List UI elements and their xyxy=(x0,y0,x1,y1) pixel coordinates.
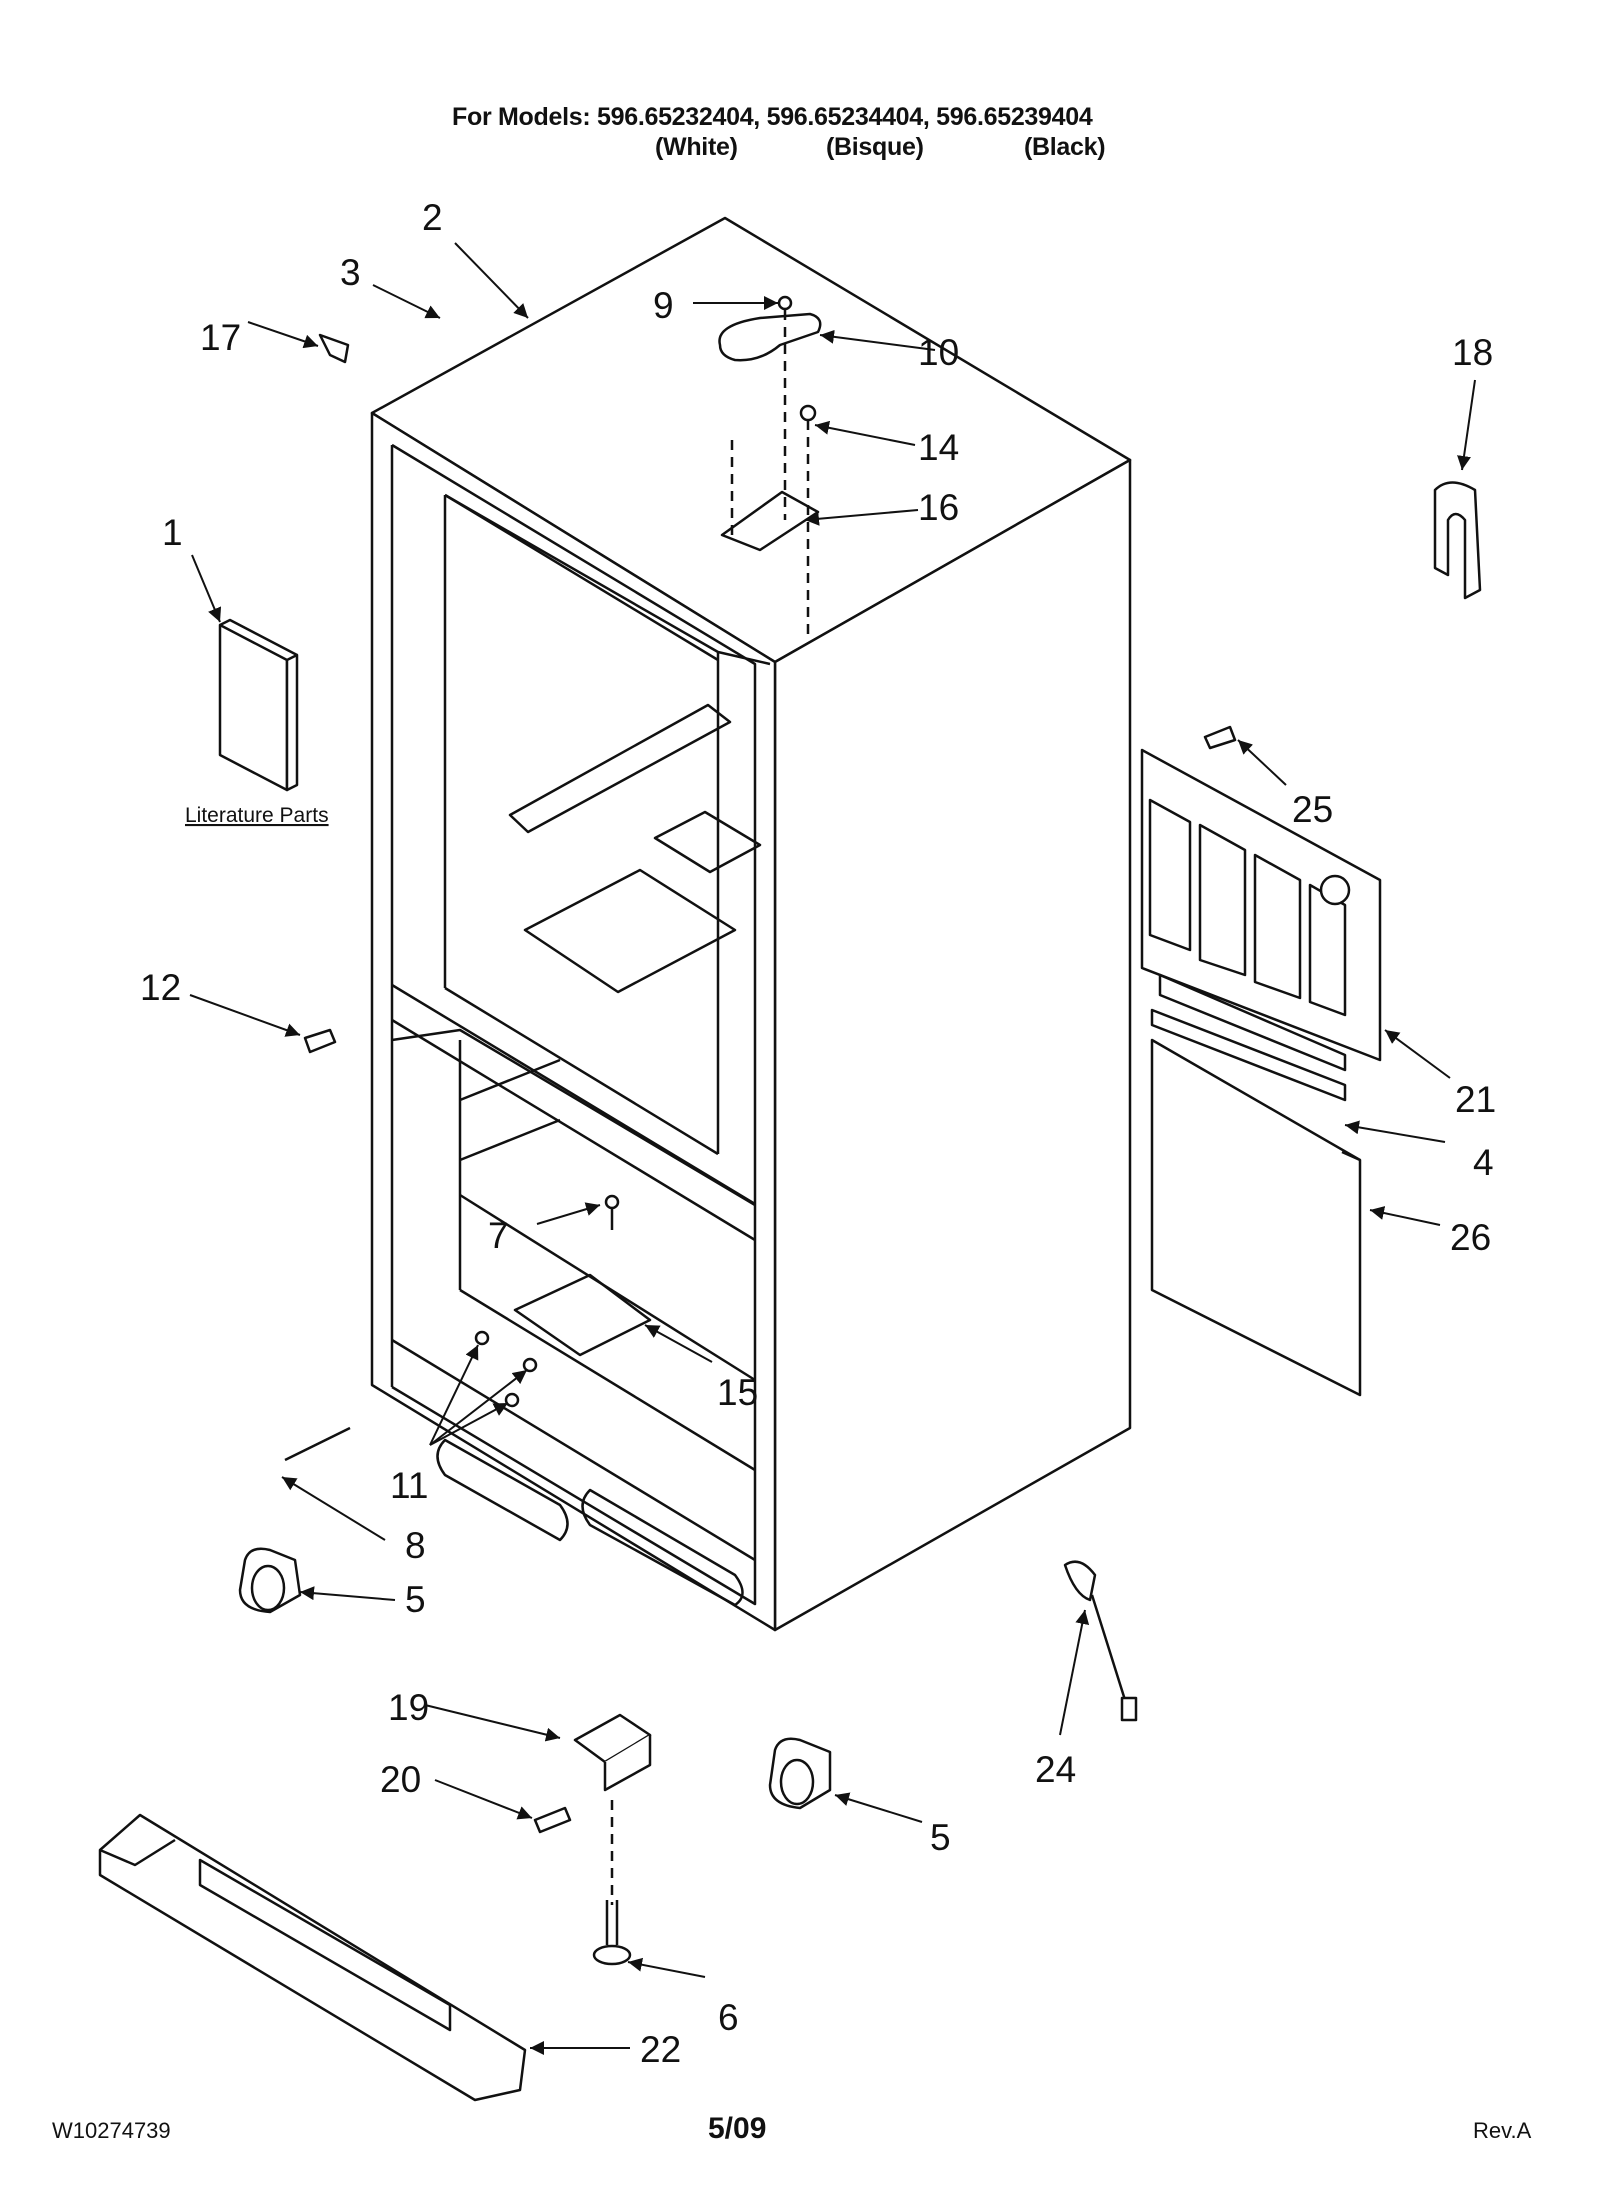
doc-number: W10274739 xyxy=(52,2118,171,2143)
front-roller xyxy=(238,1547,302,1614)
callout-8: 8 xyxy=(405,1525,426,1566)
callout-1: 1 xyxy=(162,512,183,553)
revision-label: Rev.A xyxy=(1473,2118,1532,2143)
callout-19: 19 xyxy=(388,1687,429,1728)
callout-25: 25 xyxy=(1292,789,1333,830)
callout-5-front: 5 xyxy=(405,1579,426,1620)
callout-14: 14 xyxy=(918,427,959,468)
callout-20: 20 xyxy=(380,1759,421,1800)
rear-access-panel xyxy=(1140,748,1382,1072)
handle-trim-clip xyxy=(1433,481,1482,600)
color-bisque: (Bisque) xyxy=(826,133,924,161)
literature-booklet xyxy=(218,618,299,792)
leader-lines-11 xyxy=(429,1344,528,1446)
screws xyxy=(284,725,1237,1462)
callout-11: 11 xyxy=(390,1465,428,1506)
kickplate-grille xyxy=(98,1813,527,2102)
seal-strip xyxy=(1150,1008,1347,1102)
top-hinge-parts xyxy=(718,295,822,640)
thermistor-harness xyxy=(1063,1560,1138,1722)
tape xyxy=(318,333,350,364)
literature-parts-label: Literature Parts xyxy=(185,804,329,827)
callout-7: 7 xyxy=(488,1215,509,1256)
callout-21: 21 xyxy=(1455,1079,1496,1120)
color-white: (White) xyxy=(655,133,738,161)
callout-16: 16 xyxy=(918,487,959,528)
callout-2: 2 xyxy=(422,197,443,238)
callout-5-rear: 5 xyxy=(930,1817,951,1858)
insulation-panel xyxy=(1150,1038,1362,1397)
callout-10: 10 xyxy=(918,332,959,373)
leveling-parts xyxy=(533,1713,652,1966)
callout-9: 9 xyxy=(653,285,674,326)
revision-date: 5/09 xyxy=(708,2112,767,2145)
callout-17: 17 xyxy=(200,317,241,358)
color-black: (Black) xyxy=(1024,133,1106,161)
callout-4: 4 xyxy=(1473,1142,1494,1183)
callout-24: 24 xyxy=(1035,1749,1076,1790)
models-title: For Models: 596.65232404, 596.65234404, … xyxy=(452,103,1093,131)
callout-18: 18 xyxy=(1452,332,1493,373)
callout-26: 26 xyxy=(1450,1217,1491,1258)
rear-roller xyxy=(768,1737,832,1810)
cabinet xyxy=(370,216,1132,1632)
callout-12: 12 xyxy=(140,967,181,1008)
callout-3: 3 xyxy=(340,252,361,293)
callout-6: 6 xyxy=(718,1997,739,2038)
callout-22: 22 xyxy=(640,2029,681,2070)
callout-15: 15 xyxy=(717,1372,758,1413)
leader-lines xyxy=(189,242,1476,2055)
